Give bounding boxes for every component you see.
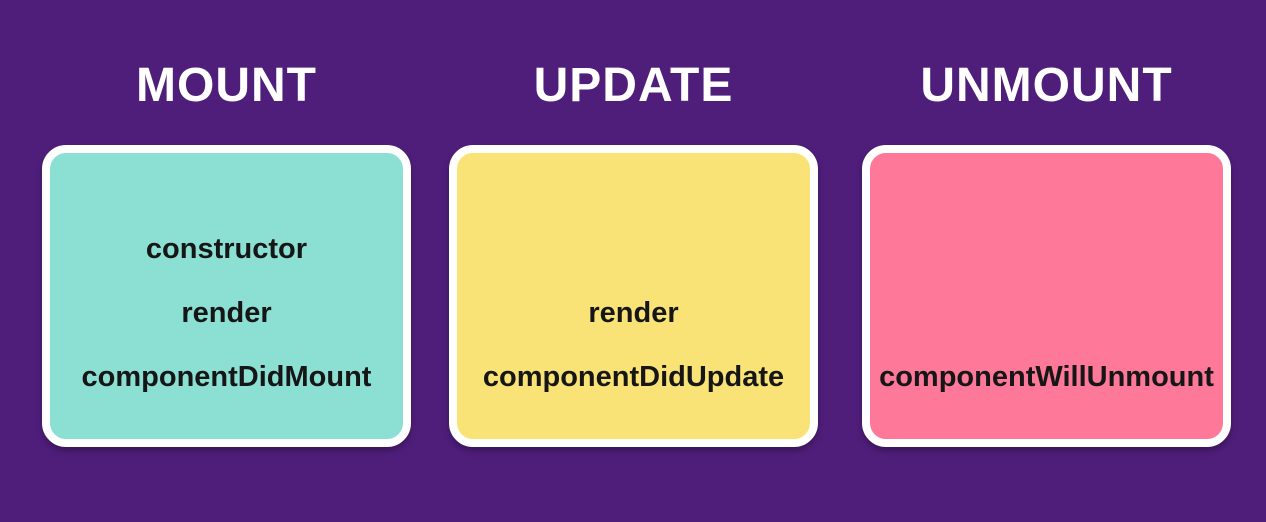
unmount-card: componentWillUnmount xyxy=(862,145,1231,447)
mount-card: constructor render componentDidMount xyxy=(42,145,411,447)
mount-title: MOUNT xyxy=(136,59,317,112)
unmount-title: UNMOUNT xyxy=(920,59,1173,112)
column-mount: MOUNT constructor render componentDidMou… xyxy=(42,0,411,522)
column-update: UPDATE render componentDidUpdate xyxy=(449,0,818,522)
lifecycle-method-componentdidmount: componentDidMount xyxy=(81,360,372,393)
update-card: render componentDidUpdate xyxy=(449,145,818,447)
lifecycle-method-componentwillunmount: componentWillUnmount xyxy=(879,360,1214,393)
lifecycle-method-componentdidupdate: componentDidUpdate xyxy=(482,360,785,393)
lifecycle-method-render-update: render xyxy=(588,296,679,329)
lifecycle-method-render-mount: render xyxy=(181,296,272,329)
update-title: UPDATE xyxy=(533,59,734,112)
column-unmount: UNMOUNT componentWillUnmount xyxy=(862,0,1231,522)
lifecycle-method-constructor: constructor xyxy=(145,232,308,265)
